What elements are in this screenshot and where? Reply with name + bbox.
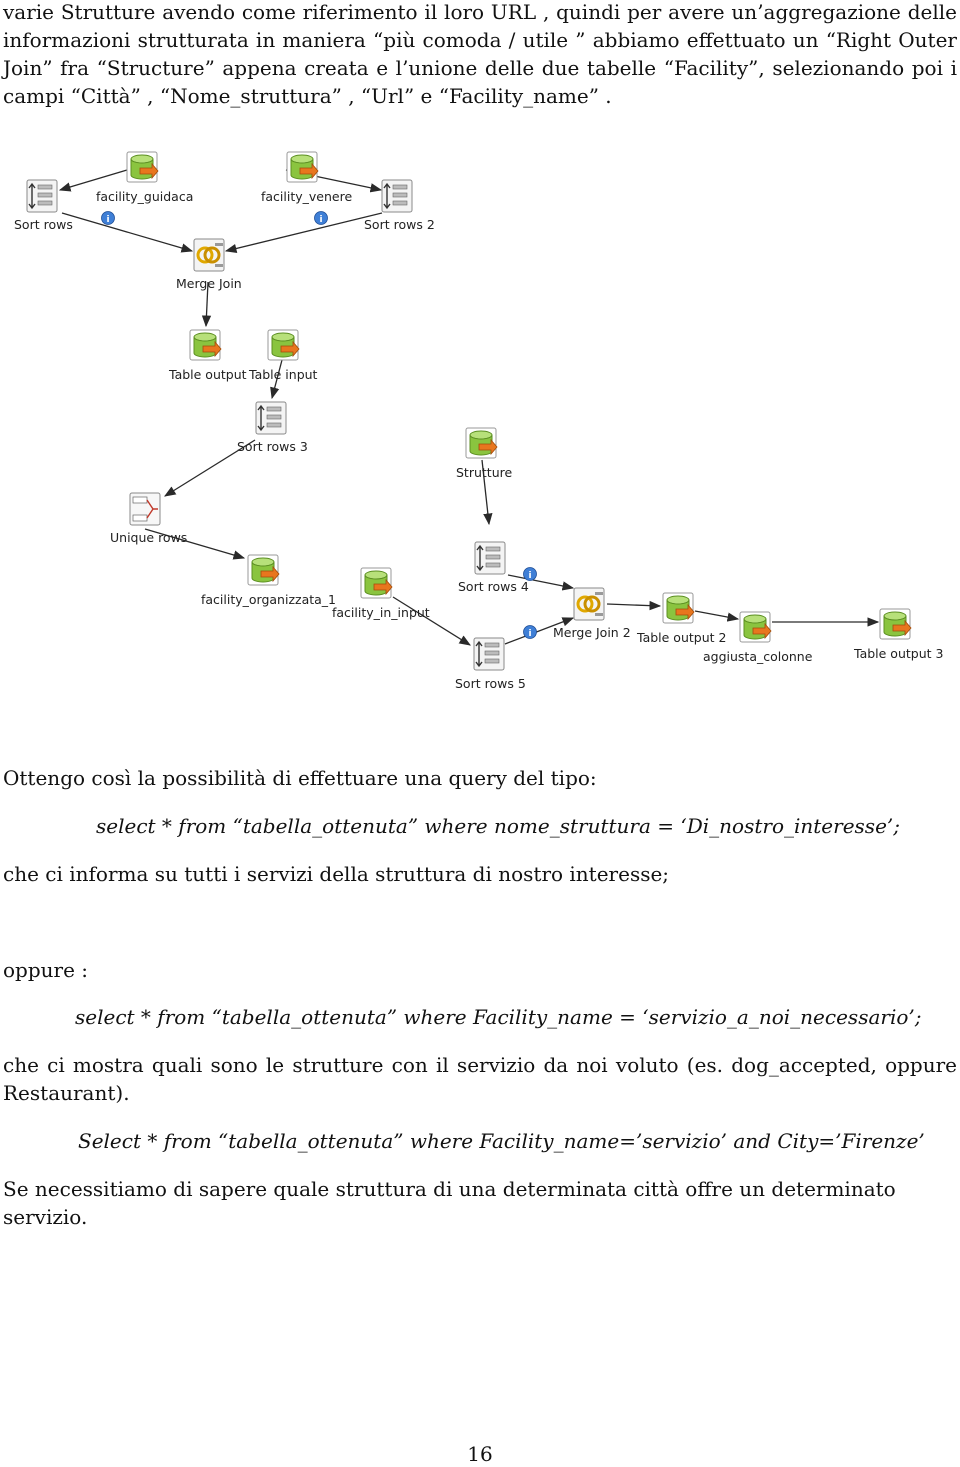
intro-line: varie Strutture avendo come riferimento … bbox=[3, 0, 957, 24]
step-label: Table output 2 bbox=[636, 630, 726, 645]
step-label: Table output bbox=[168, 367, 247, 382]
step-label: Merge Join 2 bbox=[553, 625, 631, 640]
paragraph-line: servizio. bbox=[3, 1205, 88, 1229]
hop-lines bbox=[58, 169, 880, 646]
step-merge-join-2[interactable]: Merge Join 2 bbox=[553, 586, 631, 640]
sort-rows-icon bbox=[473, 637, 505, 671]
step-label: facility_in_input bbox=[332, 605, 430, 620]
merge-join-icon bbox=[192, 237, 226, 273]
database-icon bbox=[465, 427, 498, 459]
intro-line: campi “Città” , “Nome_struttura” , “Url”… bbox=[3, 84, 612, 108]
step-label: Sort rows 4 bbox=[458, 579, 529, 594]
query-example: select * from “tabella_ottenuta” where n… bbox=[96, 814, 900, 838]
sort-rows-icon bbox=[381, 179, 413, 213]
step-label: facility_organizzata_1 bbox=[201, 592, 336, 607]
step-label: facility_venere bbox=[261, 189, 352, 204]
paragraph-line: Restaurant). bbox=[3, 1081, 130, 1105]
step-sort-rows-3[interactable]: Sort rows 3 bbox=[237, 401, 308, 454]
step-label: Merge Join bbox=[176, 276, 242, 291]
step-label: Sort rows 2 bbox=[364, 217, 435, 232]
step-facility-in-input[interactable]: facility_in_input bbox=[332, 567, 430, 620]
paragraph: che ci informa su tutti i servizi della … bbox=[3, 862, 670, 886]
step-label: Table output 3 bbox=[853, 646, 943, 661]
step-label: aggiusta_colonne bbox=[703, 649, 813, 664]
step-label: Strutture bbox=[456, 465, 512, 480]
info-icon[interactable] bbox=[314, 211, 328, 226]
info-icon[interactable] bbox=[523, 625, 537, 640]
info-icon[interactable] bbox=[101, 211, 115, 226]
step-strutture[interactable]: Strutture bbox=[456, 427, 512, 480]
query-example: Select * from “tabella_ottenuta” where F… bbox=[78, 1129, 925, 1153]
sort-rows-icon bbox=[26, 179, 58, 213]
step-table-output[interactable]: Table output bbox=[168, 329, 247, 382]
page-number: 16 bbox=[467, 1442, 493, 1466]
step-facility-guidaca[interactable]: facility_guidaca bbox=[96, 151, 193, 204]
step-sort-rows-2[interactable]: Sort rows 2 bbox=[364, 179, 435, 232]
database-icon bbox=[189, 329, 222, 361]
sort-rows-icon bbox=[474, 541, 506, 575]
database-icon bbox=[247, 554, 280, 586]
step-label: Sort rows bbox=[14, 217, 73, 232]
step-sort-rows-5[interactable]: Sort rows 5 bbox=[455, 637, 526, 691]
database-icon bbox=[360, 567, 393, 599]
database-icon bbox=[739, 611, 772, 643]
step-unique-rows[interactable]: Unique rows bbox=[110, 492, 187, 545]
database-icon bbox=[126, 151, 159, 183]
step-aggiusta-colonne[interactable]: aggiusta_colonne bbox=[703, 611, 813, 664]
sort-rows-icon bbox=[255, 401, 287, 435]
paragraph-line: che ci mostra quali sono le strutture co… bbox=[3, 1053, 957, 1077]
step-label: Sort rows 3 bbox=[237, 439, 308, 454]
merge-join-icon bbox=[572, 586, 606, 622]
database-icon bbox=[286, 151, 319, 183]
step-sort-rows[interactable]: Sort rows bbox=[14, 179, 73, 232]
transformation-diagram: i Sort rows facility_guidaca facility_ve… bbox=[14, 151, 943, 691]
database-icon bbox=[662, 592, 695, 624]
query-example: select * from “tabella_ottenuta” where F… bbox=[75, 1005, 922, 1029]
step-label: facility_guidaca bbox=[96, 189, 193, 204]
step-sort-rows-4[interactable]: Sort rows 4 bbox=[458, 541, 529, 594]
paragraph: oppure : bbox=[3, 958, 89, 982]
database-icon bbox=[267, 329, 300, 361]
step-table-output-2[interactable]: Table output 2 bbox=[636, 592, 726, 645]
intro-line: informazioni strutturata in maniera “più… bbox=[3, 28, 957, 52]
unique-rows-icon bbox=[129, 492, 161, 526]
step-facility-venere[interactable]: facility_venere bbox=[261, 151, 352, 204]
step-label: Sort rows 5 bbox=[455, 676, 526, 691]
step-table-input[interactable]: Table input bbox=[248, 329, 318, 382]
paragraph: Ottengo così la possibilità di effettuar… bbox=[3, 766, 597, 790]
intro-line: Join” fra “Structure” appena creata e l’… bbox=[3, 56, 957, 80]
step-table-output-3[interactable]: Table output 3 bbox=[853, 608, 943, 661]
step-merge-join[interactable]: Merge Join bbox=[176, 237, 242, 291]
step-facility-organizzata-1[interactable]: facility_organizzata_1 bbox=[201, 554, 336, 607]
step-label: Unique rows bbox=[110, 530, 187, 545]
paragraph-line: Se necessitiamo di sapere quale struttur… bbox=[3, 1177, 896, 1201]
database-icon bbox=[879, 608, 912, 640]
step-label: Table input bbox=[248, 367, 318, 382]
